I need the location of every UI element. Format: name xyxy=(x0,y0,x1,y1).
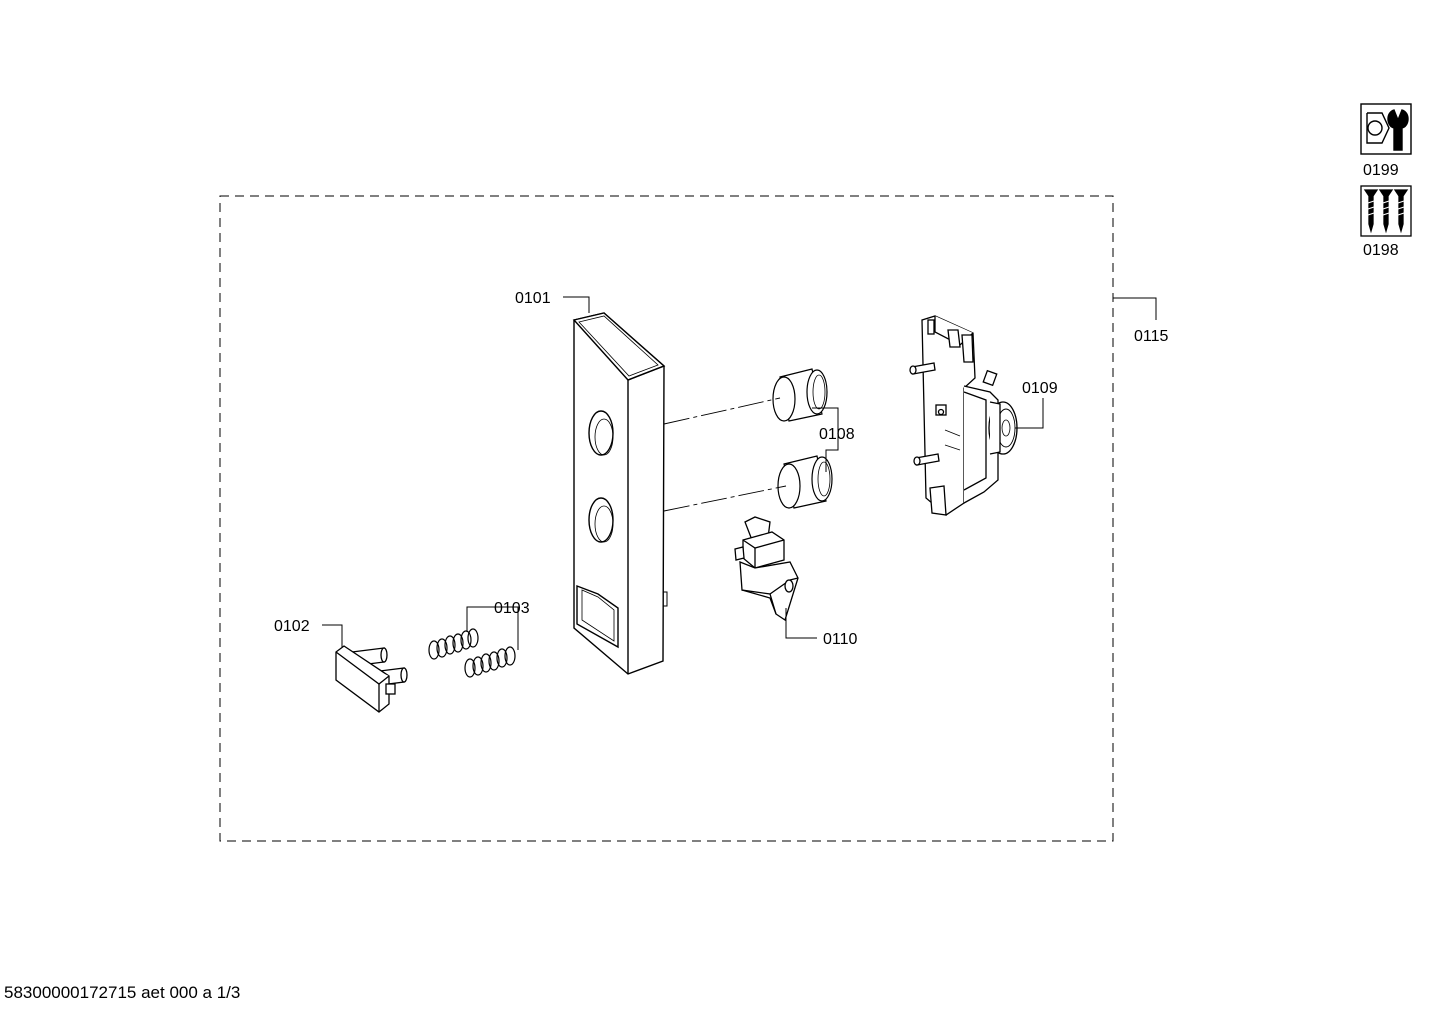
leader-lines xyxy=(322,296,1157,650)
label-0101: 0101 xyxy=(515,290,551,307)
knob-lower-part[interactable] xyxy=(777,455,833,509)
leader-0110 xyxy=(785,608,817,639)
assembly-boundary xyxy=(219,195,1114,842)
label-0115: 0115 xyxy=(1134,328,1169,345)
leader-0108 xyxy=(812,407,839,472)
push-button-part[interactable] xyxy=(335,645,408,713)
leader-0102 xyxy=(322,624,343,647)
label-0109: 0109 xyxy=(1022,380,1058,397)
knob-axis-upper xyxy=(663,397,781,425)
hardware-kit-icon[interactable] xyxy=(1360,103,1412,155)
leader-0103 xyxy=(466,606,519,650)
control-panel-part[interactable] xyxy=(572,312,668,675)
label-0103: 0103 xyxy=(494,600,530,617)
timer-module-part[interactable] xyxy=(909,315,1018,516)
label-0102: 0102 xyxy=(274,618,310,635)
leader-0115 xyxy=(1113,297,1157,320)
door-switch-part[interactable] xyxy=(734,516,799,622)
screw-kit-icon[interactable] xyxy=(1360,185,1412,237)
spring-upper-part[interactable] xyxy=(428,628,479,660)
knob-upper-part[interactable] xyxy=(772,368,828,422)
knob-axis-lower xyxy=(663,485,787,512)
spring-lower-part[interactable] xyxy=(464,646,516,678)
leader-0101 xyxy=(563,296,590,313)
leader-0109 xyxy=(1015,398,1044,429)
label-0110: 0110 xyxy=(823,631,858,648)
label-0199: 0199 xyxy=(1363,162,1399,179)
label-0108: 0108 xyxy=(819,426,855,443)
label-0198: 0198 xyxy=(1363,242,1399,259)
document-id: 58300000172715 aet 000 a 1/3 xyxy=(4,983,241,1002)
